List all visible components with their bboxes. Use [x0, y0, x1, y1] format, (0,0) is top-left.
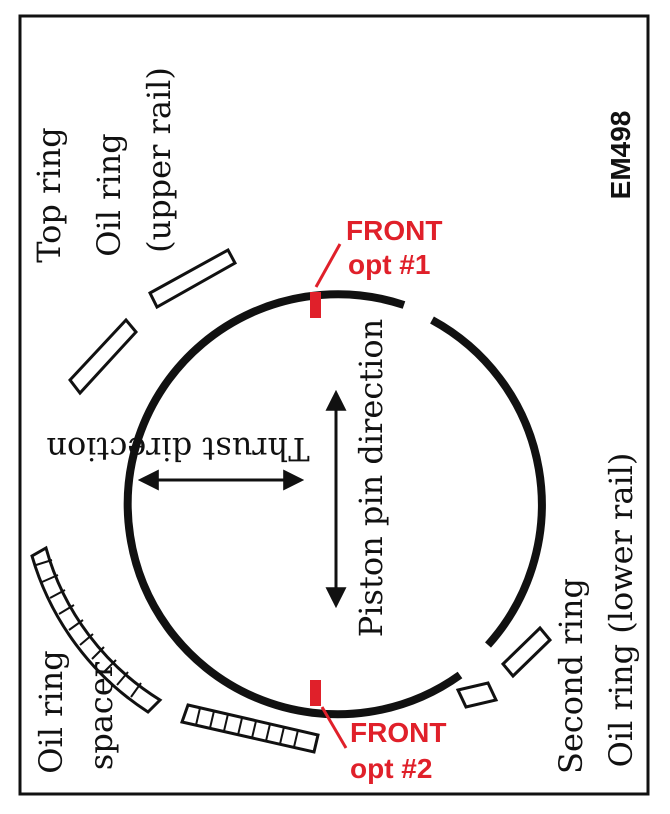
top-ring-gap-segments: [68, 247, 238, 396]
second-ring-label: Second ring: [552, 578, 590, 774]
front-2-label: FRONT: [350, 717, 446, 748]
piston-circle: [123, 290, 463, 719]
oil-ring-spacer-label: Oil ring: [32, 650, 70, 774]
thrust-direction-label: Thrust direction: [46, 430, 309, 468]
oil-ring-lower-label: Oil ring (lower rail): [602, 453, 640, 768]
oil-ring-spacer-arc: [30, 545, 163, 714]
figure-id: EM498: [605, 111, 636, 200]
top-ring-label: Top ring: [30, 127, 68, 262]
oil-ring-upper-label: Oil ring: [90, 133, 128, 257]
figure-frame: [18, 14, 650, 796]
front-1-label: FRONT: [346, 215, 442, 246]
front-marker-2: [310, 680, 321, 706]
oil-ring-spacer-sub-label: spacer: [82, 661, 120, 770]
front-1-leader: [314, 243, 342, 288]
front-1-option: opt #1: [348, 249, 430, 280]
front-2-option: opt #2: [350, 753, 432, 784]
front-marker-1: [310, 292, 321, 318]
piston-pin-direction-label: Piston pin direction: [352, 319, 390, 637]
front-2-leader: [320, 706, 348, 749]
second-ring-gap-segments: [455, 625, 553, 709]
oil-ring-spacer-bottom-arc: [180, 703, 320, 754]
piston-circle-right-arc: [430, 316, 546, 648]
oil-ring-upper-rail-label: (upper rail): [140, 67, 178, 253]
